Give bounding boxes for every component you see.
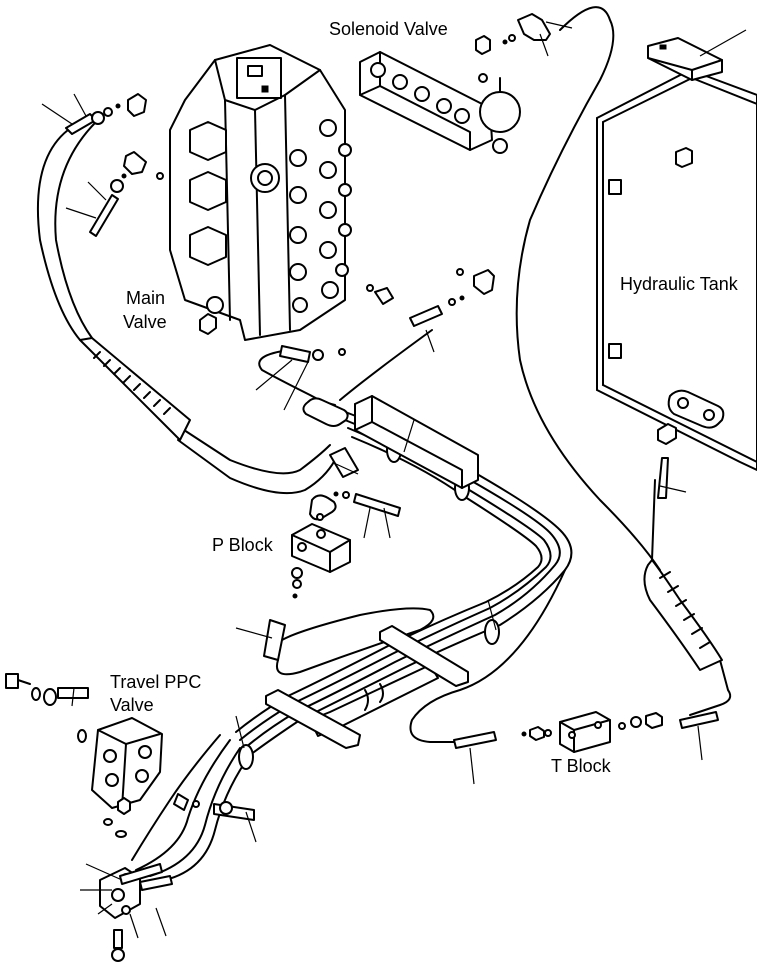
solenoid-valve-label: Solenoid Valve [329, 19, 448, 39]
fittings [57, 13, 719, 891]
p-block-label: P Block [212, 535, 273, 555]
travel-ppc-valve-label-line1: Travel PPC [110, 672, 202, 692]
travel-ppc-valve-label-line2: Valve [110, 695, 154, 715]
t-block-label: T Block [551, 756, 611, 776]
main-valve-label-line2: Valve [123, 312, 167, 332]
leader-lines [41, 21, 747, 939]
hydraulic-tank-label: Hydraulic Tank [620, 274, 738, 294]
main-valve-label-line1: Main [126, 288, 166, 308]
hydraulic-tank [596, 37, 757, 471]
solenoid-valve [359, 35, 521, 154]
travel-ppc-valve [5, 673, 163, 962]
main-valve [169, 44, 352, 341]
hoses [37, 6, 732, 881]
p-block [291, 491, 351, 599]
t-block [521, 711, 663, 753]
